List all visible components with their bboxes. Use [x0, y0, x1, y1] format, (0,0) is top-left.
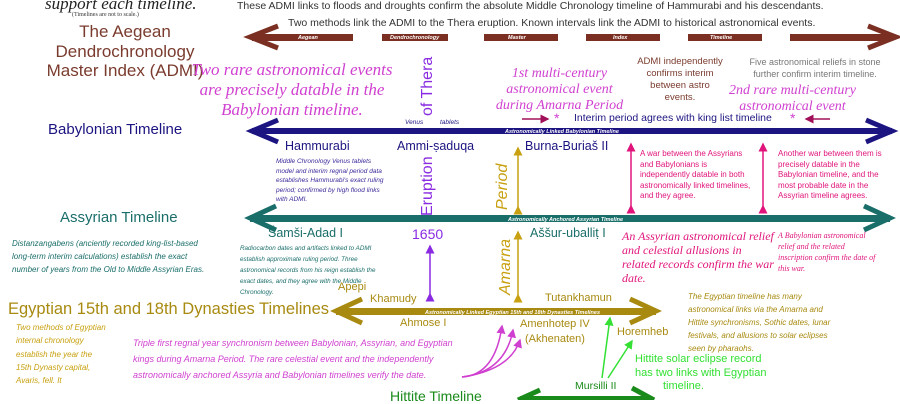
distanz-note: Distanzangabens (anciently recorded king…: [12, 239, 205, 274]
egyptian-title: Egyptian 15th and 18th Dynasties Timelin…: [8, 300, 330, 318]
war1-note: A war between the Assyrians and Babyloni…: [640, 149, 751, 200]
scale-note: (Timelines are not to scale.): [72, 12, 139, 18]
egyptian-links-note: The Egyptian timeline has many astronomi…: [688, 292, 831, 353]
king-ammi-saduqa: Ammi-ṣaduqa: [397, 139, 475, 153]
asterisk-left: *: [554, 110, 560, 126]
header-line1: These ADMI links to floods and droughts …: [237, 0, 824, 12]
admi-note-line: between astro: [650, 80, 710, 91]
first-event-note: 1st multi-century astronomical event dur…: [487, 66, 632, 114]
king-tutankhamun: Tutankhamun: [545, 292, 612, 304]
second-event-line: astronomical event: [739, 99, 846, 114]
king-burna-buriash: Burna-Buriaš II: [525, 139, 609, 153]
king-khamudy: Khamudy: [370, 293, 417, 305]
admi-segment-1: Aegean: [297, 35, 319, 41]
assyrian-arrow: [244, 203, 896, 233]
period-label: Period: [494, 163, 511, 210]
methods-note: Two methods of Egyptian internal chronol…: [16, 323, 106, 386]
egyptian-arrow: [330, 296, 662, 326]
admi-note-line: confirms interim: [646, 68, 714, 79]
eclipse-note-line: Hittite solar eclipse record: [635, 353, 762, 365]
king-apepi: Apepi: [338, 281, 367, 293]
admi-note-line: ADMI independently: [637, 56, 723, 67]
babylonian-title: Babylonian Timeline: [48, 121, 183, 138]
king-assur-uballit: Aššur-uballiṭ I: [530, 226, 606, 240]
babylonian-relief-note: A Babylonian astronomical relief and the…: [778, 231, 876, 273]
admi-title-line2: Master Index (ADMI): [46, 61, 204, 81]
eclipse-note: Hittite solar eclipse record has two lin…: [635, 353, 805, 394]
first-event-line: astronomical event: [506, 82, 613, 97]
egyptian-bar-label: Astronomically Linked Egyptian 15th and …: [424, 310, 600, 316]
of-thera-label: of Thera: [419, 56, 436, 116]
synchronism-arrow-1: [461, 324, 506, 378]
king-amenhotep: Amenhotep IV: [520, 318, 590, 330]
admi-arrow: [243, 23, 900, 51]
second-event-note: 2nd rare multi-century astronomical even…: [720, 83, 865, 115]
war2-note: Another war between them is precisely da…: [778, 149, 882, 200]
eruption-label: Eruption: [419, 156, 436, 216]
triple-synchronism-note: Triple first regnal year synchronism bet…: [133, 338, 453, 380]
hittite-title: Hittite Timeline: [390, 388, 482, 404]
synchronism-arrow-3: [461, 338, 522, 378]
admi-segment-2: Dendrochronology: [390, 35, 440, 41]
king-mursilli: Mursilli II: [575, 380, 617, 392]
admi-title-line1: The Aegean Dendrochronology: [55, 22, 195, 61]
thera-year: 1650: [412, 226, 444, 242]
admi-note-line: events.: [664, 92, 696, 103]
rare-events-line: Two rare astronomical events: [191, 60, 393, 79]
first-event-line: during Amarna Period: [495, 98, 624, 113]
rare-events-line: are precisely datable in the: [199, 80, 385, 99]
assyrian-bar-label: Astronomically Anchored Assyrian Timelin…: [507, 217, 623, 223]
reliefs-note-line: Five astronomical reliefs in stone: [749, 57, 881, 67]
babylonian-arrow: [245, 117, 899, 145]
admi-segment-4: Index: [613, 35, 628, 41]
king-hammurabi: Hammurabi: [285, 139, 350, 153]
assyrian-relief-note: An Assyrian astronomical relief and cele…: [622, 229, 774, 285]
king-akhenaten: (Akhenaten): [525, 333, 585, 345]
admi-confirms-note: ADMI independently confirms interim betw…: [625, 56, 735, 104]
eclipse-link-arrow-2: [607, 339, 633, 379]
eclipse-link-arrow-1: [601, 316, 614, 379]
admi-title: The Aegean Dendrochronology Master Index…: [10, 22, 240, 81]
eclipse-note-line: has two links with Egyptian: [635, 366, 767, 379]
hammurabi-note: Middle Chronology Venus tablets model an…: [276, 158, 384, 203]
reliefs-note: Five astronomical reliefs in stone furth…: [730, 56, 900, 80]
amarna-label: Amarna: [497, 238, 514, 295]
header-line2: Two methods link the ADMI to the Thera e…: [288, 17, 816, 29]
admi-segment-3: Master: [508, 35, 527, 41]
hittite-arrow: [516, 385, 656, 400]
rare-events-line: Babylonian timeline.: [221, 100, 363, 119]
eclipse-note-line: timeline.: [663, 380, 704, 392]
king-samsi-adad: Šamši-Adad I: [268, 226, 344, 240]
king-horemheb: Horemheb: [617, 326, 669, 338]
babylonian-bar-label: Astronomically Linked Babylonian Timelin…: [504, 129, 619, 135]
support-line: support each timeline.: [45, 0, 197, 13]
reliefs-note-line: further confirm interim timeline.: [753, 69, 877, 79]
venus-label: Venus: [405, 119, 424, 126]
rare-events-note: Two rare astronomical events are precise…: [172, 60, 412, 120]
tablets-label: tablets: [440, 119, 460, 126]
second-event-line: 2nd rare multi-century: [728, 83, 856, 98]
samsi-adad-note: Radiocarbon dates and artifacts linked t…: [240, 245, 376, 296]
first-event-line: 1st multi-century: [511, 66, 608, 81]
admi-segment-5: Timeline: [710, 35, 732, 41]
assyrian-title: Assyrian Timeline: [60, 209, 178, 226]
interim-note: Interim period agrees with king list tim…: [574, 112, 772, 124]
king-ahmose: Ahmose I: [400, 317, 447, 329]
asterisk-right: *: [790, 110, 796, 126]
